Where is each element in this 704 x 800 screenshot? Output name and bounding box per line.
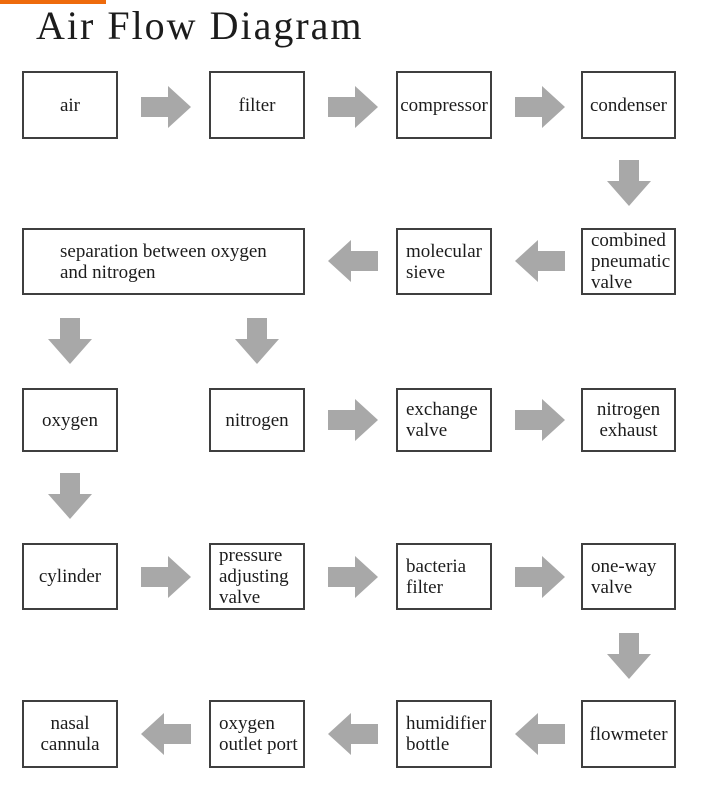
arrow-left-icon xyxy=(328,713,378,755)
accent-bar xyxy=(0,0,106,4)
node-label: cylinder xyxy=(38,566,102,587)
arrow-right-icon xyxy=(141,86,191,128)
node-label: one-way valve xyxy=(591,555,657,598)
node-label: humidifier bottle xyxy=(406,713,487,755)
node-condenser: condenser xyxy=(581,71,676,139)
node-label: bacteria filter xyxy=(406,555,467,598)
node-label: air xyxy=(59,94,81,116)
arrow-right-icon xyxy=(328,556,378,598)
node-label: molecular sieve xyxy=(406,240,482,283)
node-label: nitrogen xyxy=(225,409,289,431)
arrow-down-icon xyxy=(607,160,651,206)
arrow-left-icon xyxy=(515,240,565,282)
node-pressure-adjusting-valve: pressure adjusting valve xyxy=(209,543,305,610)
node-cylinder: cylinder xyxy=(22,543,118,610)
node-filter: filter xyxy=(209,71,305,139)
node-exchange-valve: exchange valve xyxy=(396,388,492,452)
node-label: pressure adjusting valve xyxy=(219,545,289,608)
node-label: separation between oxygen and nitrogen xyxy=(60,240,267,283)
arrow-down-icon xyxy=(607,633,651,679)
node-flowmeter: flowmeter xyxy=(581,700,676,768)
node-nitrogen-exhaust: nitrogen exhaust xyxy=(581,388,676,452)
arrow-right-icon xyxy=(515,556,565,598)
node-label: compressor xyxy=(400,94,488,116)
arrow-right-icon xyxy=(515,86,565,128)
node-nasal-cannula: nasal cannula xyxy=(22,700,118,768)
node-oxygen: oxygen xyxy=(22,388,118,452)
node-label: oxygen xyxy=(42,409,98,431)
node-label: nitrogen exhaust xyxy=(596,399,661,441)
node-humidifier-bottle: humidifier bottle xyxy=(396,700,492,768)
node-label: filter xyxy=(238,94,276,116)
node-label: exchange valve xyxy=(406,399,478,441)
arrow-right-icon xyxy=(141,556,191,598)
node-combined-pneumatic-valve: combined pneumatic valve xyxy=(581,228,676,295)
node-label: oxygen outlet port xyxy=(219,713,298,755)
node-compressor: compressor xyxy=(396,71,492,139)
node-label: flowmeter xyxy=(589,723,668,745)
node-nitrogen: nitrogen xyxy=(209,388,305,452)
arrow-down-icon xyxy=(235,318,279,364)
page-title: Air Flow Diagram xyxy=(36,3,364,48)
arrow-down-icon xyxy=(48,473,92,519)
arrow-right-icon xyxy=(328,399,378,441)
arrow-down-icon xyxy=(48,318,92,364)
arrow-left-icon xyxy=(328,240,378,282)
arrow-right-icon xyxy=(328,86,378,128)
node-one-way-valve: one-way valve xyxy=(581,543,676,610)
node-bacteria-filter: bacteria filter xyxy=(396,543,492,610)
node-label: combined pneumatic valve xyxy=(591,230,671,293)
node-molecular-sieve: molecular sieve xyxy=(396,228,492,295)
node-label: condenser xyxy=(589,94,668,116)
node-air: air xyxy=(22,71,118,139)
node-separation: separation between oxygen and nitrogen xyxy=(22,228,305,295)
arrow-left-icon xyxy=(141,713,191,755)
arrow-right-icon xyxy=(515,399,565,441)
node-oxygen-outlet-port: oxygen outlet port xyxy=(209,700,305,768)
arrow-left-icon xyxy=(515,713,565,755)
node-label: nasal cannula xyxy=(40,713,100,755)
